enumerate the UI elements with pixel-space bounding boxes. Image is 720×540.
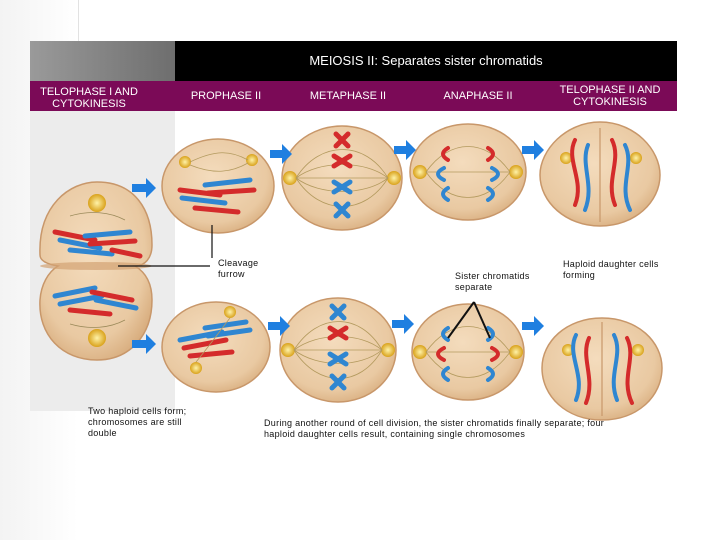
prophase-ii-cell-bottom <box>161 301 271 393</box>
stage-label-telophase-i: TELOPHASE I AND CYTOKINESIS <box>40 86 138 110</box>
arrow-metaphase-to-anaphase-bottom <box>392 314 414 334</box>
stage-arrows <box>132 140 544 354</box>
stage-label-anaphase-ii: ANAPHASE II <box>443 90 513 102</box>
anaphase-ii-cell-top <box>409 123 527 221</box>
arrow-anaphase-to-telophase-bottom <box>522 316 544 336</box>
telophase-ii-cell-top <box>539 121 661 227</box>
metaphase-ii-cell-bottom <box>279 297 397 403</box>
diagram-title: MEIOSIS II: Separates sister chromatids <box>309 53 543 68</box>
cleavage-furrow-label: Cleavage furrow <box>218 258 259 279</box>
summary-caption: During another round of cell division, t… <box>264 418 605 439</box>
header-bar <box>175 41 677 81</box>
header-left-cell <box>30 41 175 81</box>
haploid-forming-label: Haploid daughter cells forming <box>563 259 659 280</box>
arrow-telophase-to-prophase-bottom <box>132 334 156 354</box>
stage-label-telophase-ii: TELOPHASE II AND CYTOKINESIS <box>559 84 661 108</box>
arrow-anaphase-to-telophase-top <box>522 140 544 160</box>
anaphase-ii-cell-bottom <box>411 301 525 401</box>
metaphase-ii-cell-top <box>281 125 403 231</box>
telophase-i-cell <box>39 181 153 361</box>
telophase-ii-cell-bottom <box>541 317 663 421</box>
arrow-metaphase-to-anaphase-top <box>394 140 416 160</box>
stage-label-metaphase-ii: METAPHASE II <box>309 90 387 102</box>
stage-row <box>30 81 677 111</box>
two-haploid-label: Two haploid cells form; chromosomes are … <box>88 406 187 438</box>
arrow-prophase-to-metaphase-top <box>270 144 292 164</box>
arrow-telophase-to-prophase-top <box>132 178 156 198</box>
prophase-ii-cell-top <box>161 138 275 234</box>
arrow-prophase-to-metaphase-bottom <box>268 316 290 336</box>
sister-chromatids-label: Sister chromatids separate <box>455 271 530 292</box>
stage-label-prophase-ii: PROPHASE II <box>190 90 262 102</box>
